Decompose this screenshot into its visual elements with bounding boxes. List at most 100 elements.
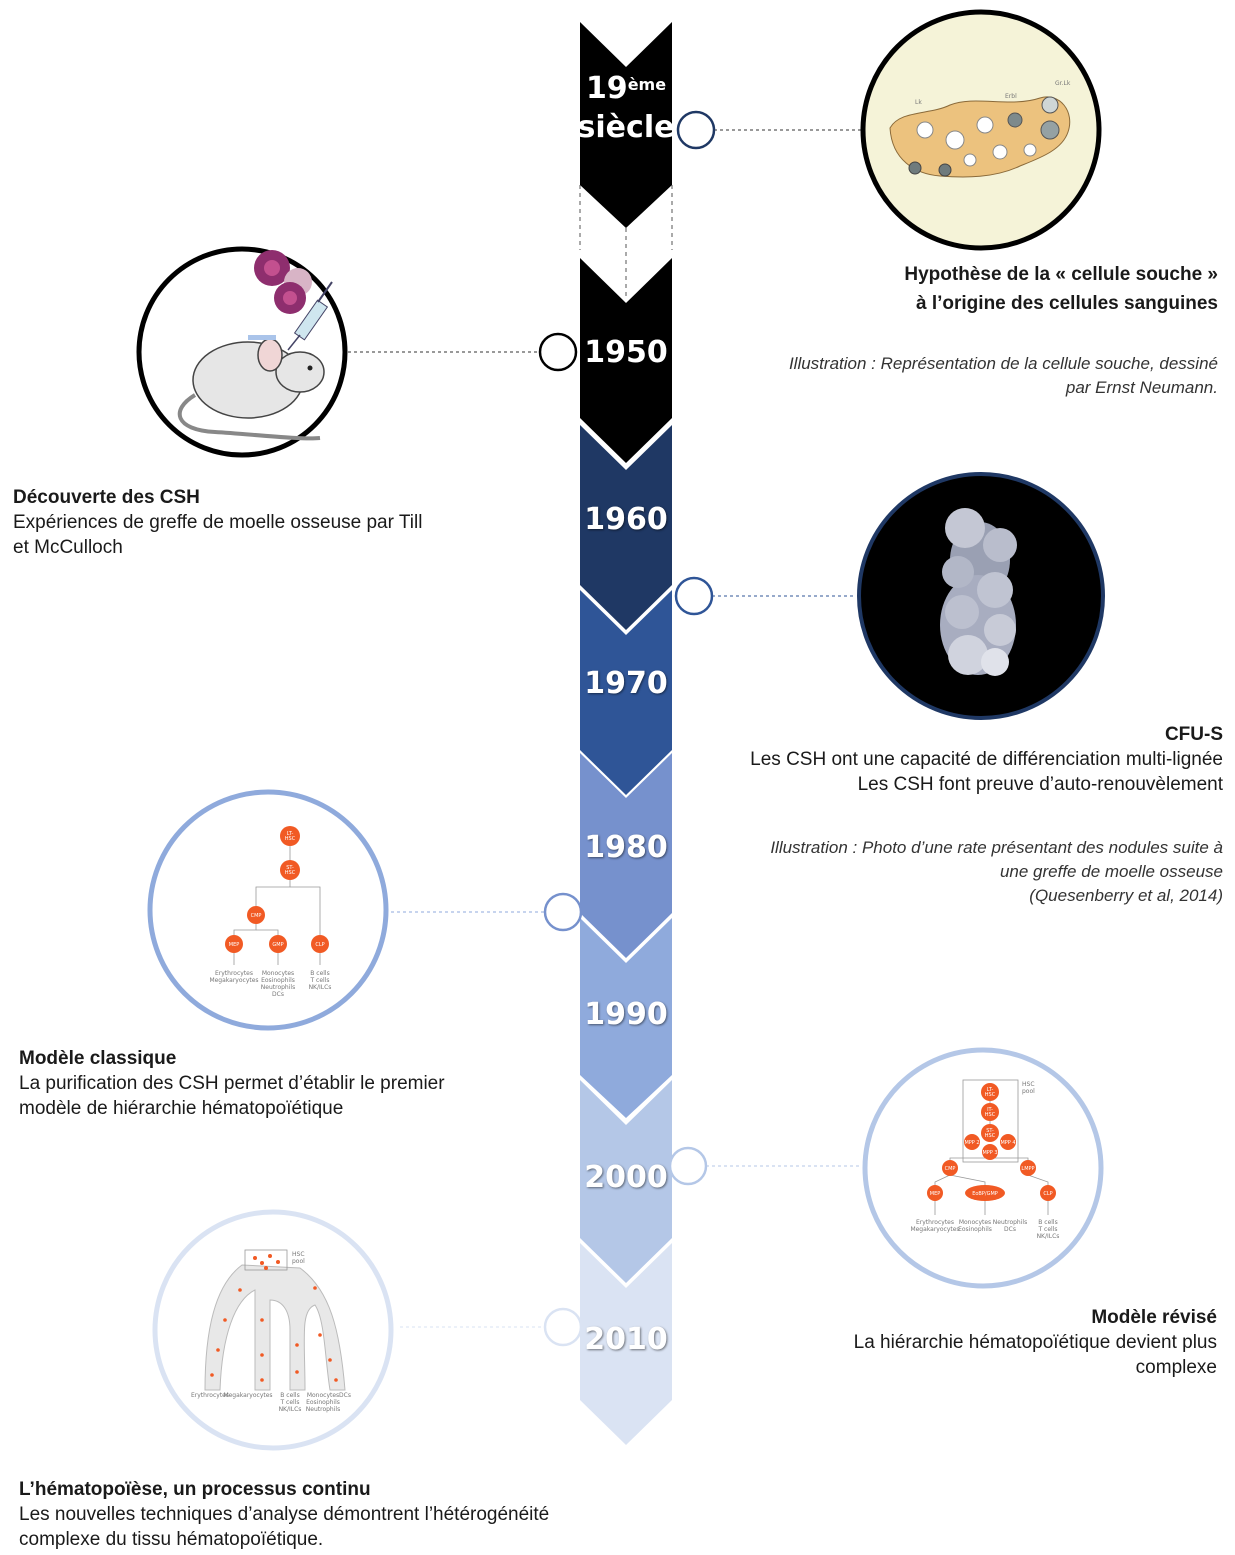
segment-2000 [580,1080,672,1283]
classique-caption: Modèle classique La purification des CSH… [19,1046,559,1121]
cfus-caption: CFU-S Les CSH ont une capacité de différ… [623,722,1223,797]
marker-1970 [674,576,714,616]
svg-text:Neutrophils: Neutrophils [261,984,295,991]
svg-text:Megakaryocytes: Megakaryocytes [223,1392,272,1399]
svg-text:ST-: ST- [986,1128,994,1134]
csh-caption: Découverte des CSH Expériences de greffe… [13,485,533,560]
segment-1970 [580,590,672,795]
svg-text:DCs: DCs [1004,1226,1016,1233]
svg-text:Eosinophils: Eosinophils [261,977,295,984]
svg-text:Lk: Lk [915,99,922,106]
revise-text-1: La hiérarchie hématopoïétique devient pl… [853,1332,1217,1353]
svg-text:Eosinophils: Eosinophils [958,1226,992,1233]
classique-title: Modèle classique [19,1048,177,1069]
revise-text-2: complexe [1135,1357,1217,1378]
svg-text:Erythrocytes: Erythrocytes [215,970,253,977]
classique-text-2: modèle de hiérarchie hématopoïétique [19,1098,344,1119]
svg-text:CMP: CMP [945,1166,956,1172]
spleen-photo [857,472,1105,720]
svg-text:Erythrocytes: Erythrocytes [916,1219,954,1226]
marker-1950 [538,332,578,372]
year-2000: 2000 [584,1160,668,1195]
continu-text-1: Les nouvelles techniques d’analyse démon… [19,1504,550,1525]
marker-2000 [668,1146,708,1186]
svg-text:HSC: HSC [985,1092,996,1098]
continu-text-2: complexe du tissu hématopoïétique. [19,1529,324,1550]
svg-text:Gr.Lk: Gr.Lk [1055,80,1071,87]
segment-1980 [580,753,672,958]
segment-1960 [580,425,672,630]
svg-text:HSC: HSC [985,1112,996,1118]
segment-19th-century [580,22,672,228]
svg-text:HSC: HSC [285,870,296,876]
cfus-illustration-caption: Illustration : Photo d’une rate présenta… [623,836,1223,908]
revise-title: Modèle révisé [1091,1307,1217,1328]
svg-text:B cells: B cells [280,1392,299,1399]
classique-text-1: La purification des CSH permet d’établir… [19,1073,445,1094]
svg-text:MPP 4: MPP 4 [1000,1140,1015,1146]
svg-text:CMP: CMP [251,913,262,919]
neumann-illustration-caption: Illustration : Représentation de la cell… [618,352,1218,400]
svg-text:CLP: CLP [1043,1191,1052,1197]
cfus-text-1: Les CSH ont une capacité de différenciat… [750,749,1223,770]
svg-text:NK/ILCs: NK/ILCs [279,1406,302,1413]
year-1980: 1980 [584,830,668,865]
svg-text:GMP: GMP [272,942,283,948]
svg-text:DCs: DCs [272,991,284,998]
svg-text:Neutrophils: Neutrophils [993,1219,1027,1226]
neumann-illustration: Lk Erbl Gr.Lk [860,9,1102,251]
era-number: 19 [585,71,628,106]
cfus-text-2: Les CSH font preuve d’auto-renouvèlement [857,774,1223,795]
cfus-title: CFU-S [1164,724,1223,745]
year-1970: 1970 [584,666,668,701]
continu-title: L’hématopoïèse, un processus continu [19,1479,371,1500]
revise-caption: Modèle révisé La hiérarchie hématopoïéti… [657,1305,1217,1380]
svg-text:T cells: T cells [1037,1226,1057,1233]
neumann-title-2: à l’origine des cellules sanguines [916,293,1218,314]
svg-text:HSC: HSC [285,836,296,842]
svg-text:MPP 3: MPP 3 [982,1150,997,1156]
year-1950: 1950 [584,335,668,370]
segment-1990 [580,918,672,1118]
svg-text:LT-: LT- [987,1087,994,1093]
svg-text:Monocytes: Monocytes [959,1219,991,1226]
svg-text:HSC: HSC [985,1133,996,1139]
svg-text:IT-: IT- [987,1107,993,1113]
year-1960: 1960 [584,502,668,537]
svg-text:Erythrocytes: Erythrocytes [191,1392,229,1399]
svg-text:T cells: T cells [279,1399,299,1406]
svg-text:Neutrophils: Neutrophils [306,1406,340,1413]
segment-2010 [580,1243,672,1445]
neumann-ill-1: Illustration : Représentation de la cell… [788,354,1218,373]
svg-text:Megakaryocytes: Megakaryocytes [910,1226,959,1233]
csh-title: Découverte des CSH [13,487,200,508]
svg-text:Erbl: Erbl [1005,93,1017,100]
svg-text:B cells: B cells [1038,1219,1057,1226]
svg-text:pool: pool [1022,1088,1035,1095]
segment-1950 [580,258,672,463]
neumann-title-1: Hypothèse de la « cellule souche » [904,264,1218,285]
era-superscript: ème [627,75,667,94]
connectors [348,110,888,1347]
svg-text:HSC: HSC [292,1251,305,1258]
cfus-ill-3: (Quesenberry et al, 2014) [1029,886,1223,905]
svg-text:ST-: ST- [286,865,294,871]
svg-text:Monocytes: Monocytes [262,970,294,977]
svg-text:NK/ILCs: NK/ILCs [1037,1233,1060,1240]
mouse-illustration [136,246,348,458]
svg-text:DCs: DCs [339,1392,351,1399]
svg-text:Monocytes: Monocytes [307,1392,339,1399]
svg-text:EoBP/GMP: EoBP/GMP [972,1191,998,1197]
svg-text:Eosinophils: Eosinophils [306,1399,340,1406]
timeline-arrow [579,22,673,1445]
year-2010: 2010 [584,1322,668,1357]
svg-text:MEP: MEP [930,1191,941,1197]
marker-1980 [543,892,583,932]
marker-19th [676,110,716,150]
svg-text:Megakaryocytes: Megakaryocytes [209,977,258,984]
marker-2010 [543,1307,583,1347]
era-19th-century: 19ème siècle [576,70,676,148]
